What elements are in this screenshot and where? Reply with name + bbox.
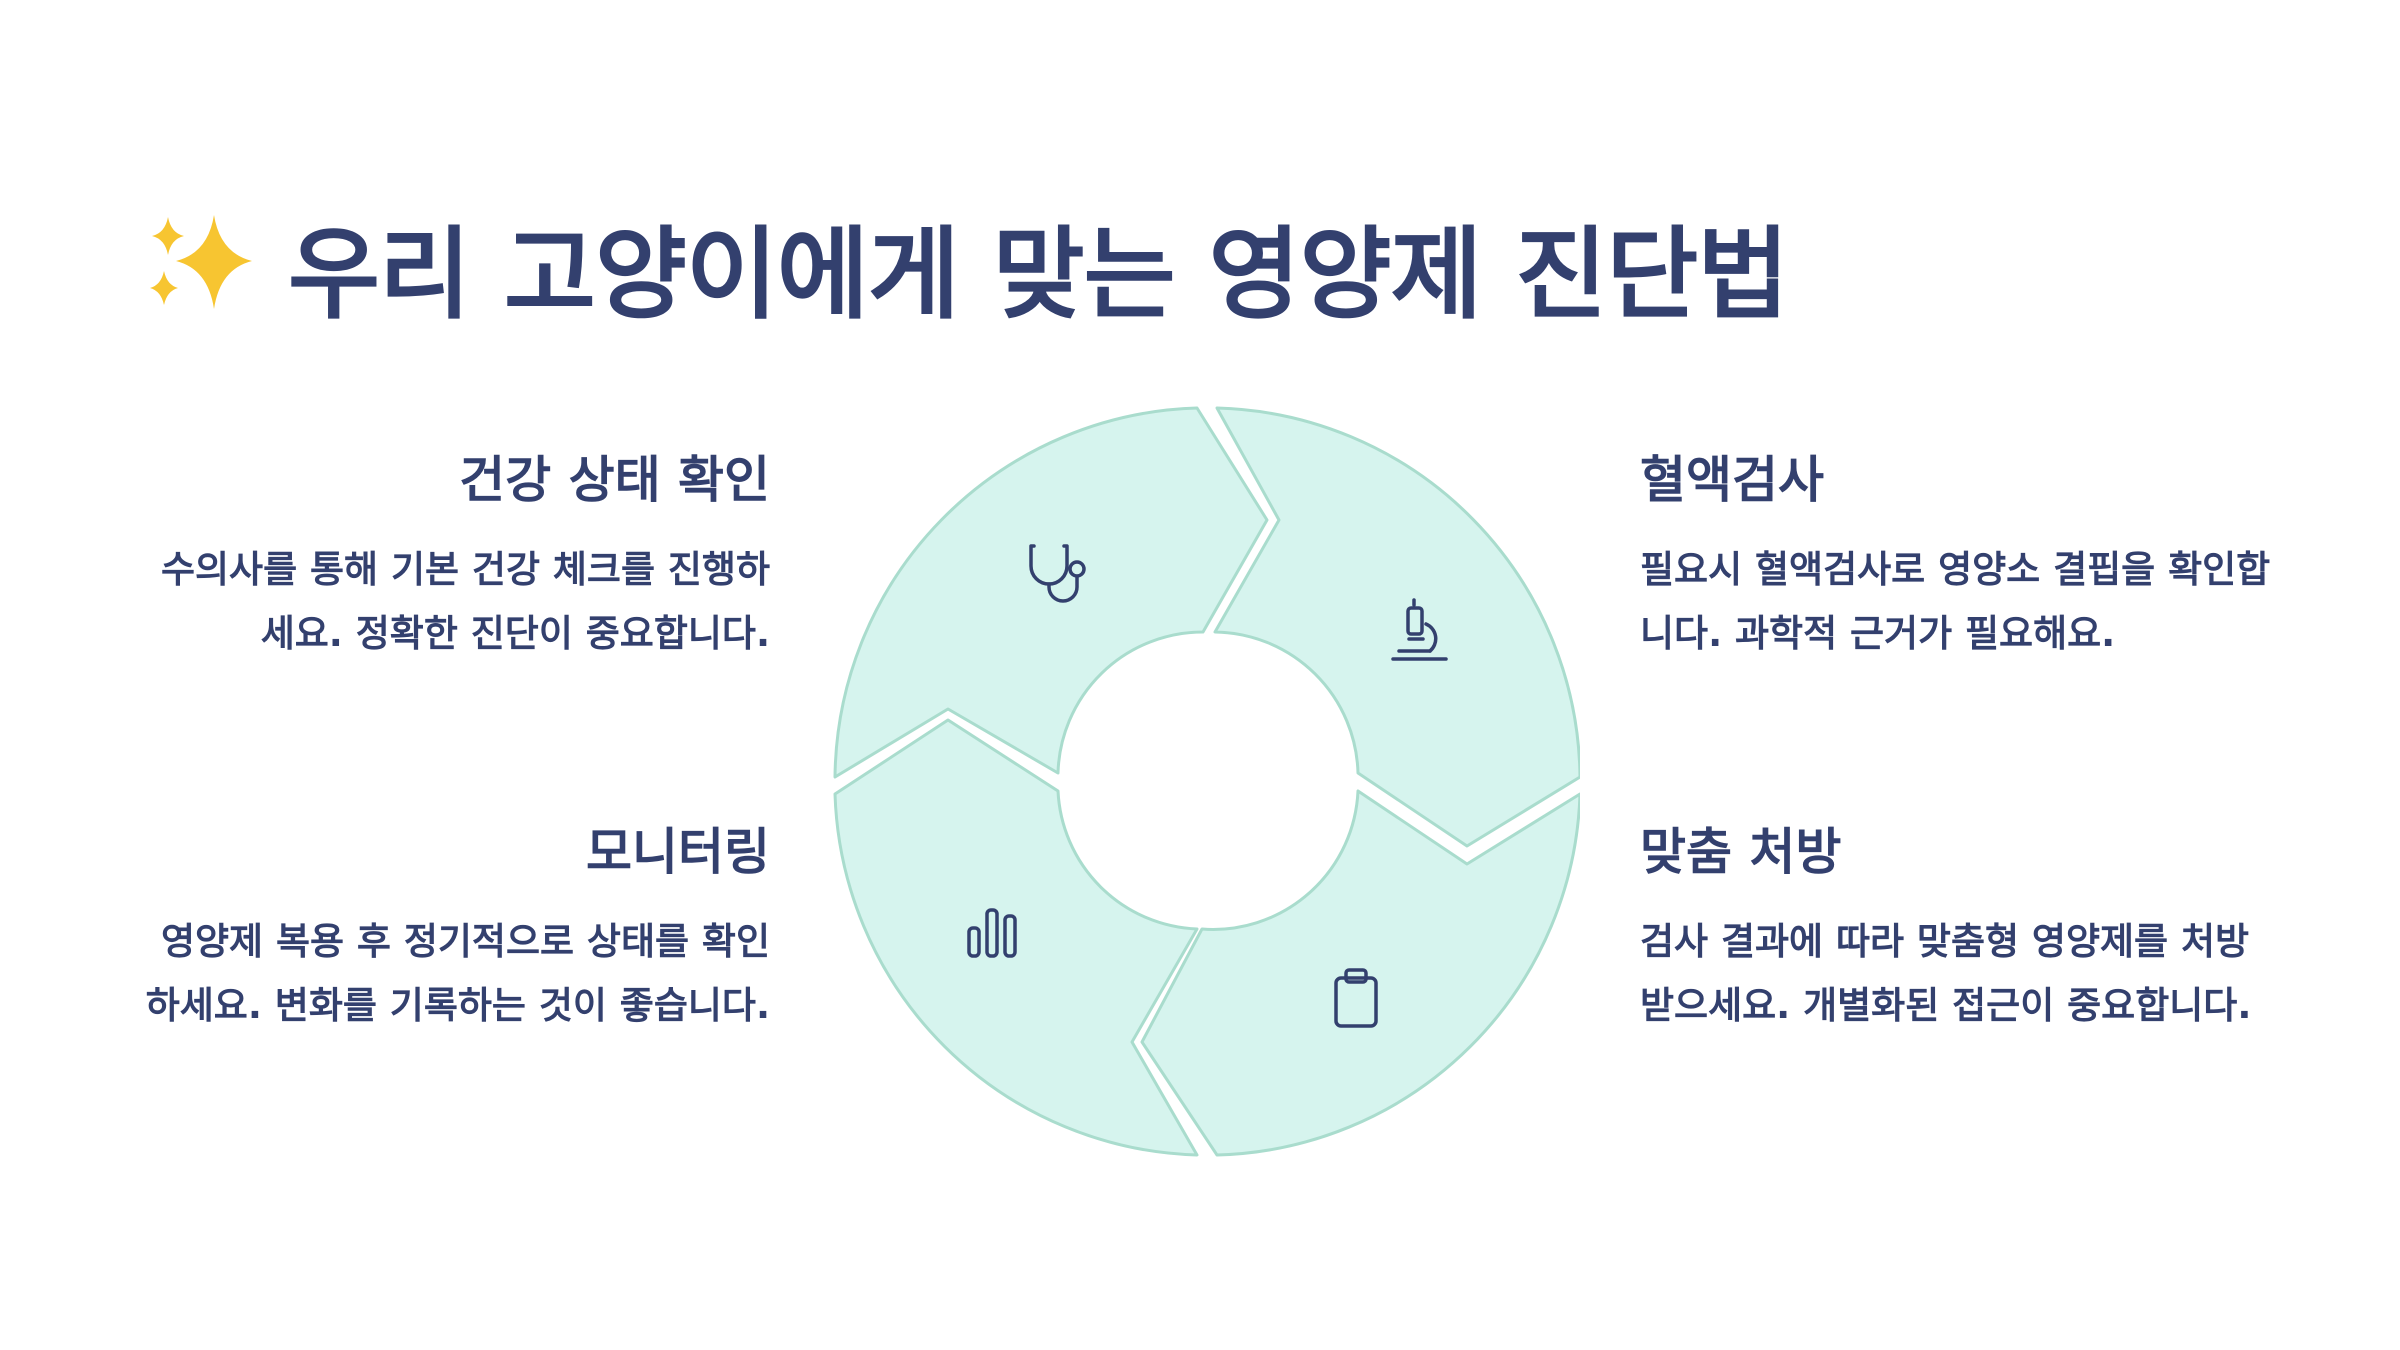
bar-chart-icon: [967, 908, 1017, 958]
step-title: 모니터링: [586, 823, 770, 881]
cycle-segment-blood-test: [1213, 406, 1580, 848]
step-description: 영양제 복용 후 정기적으로 상태를 확인하세요. 변화를 기록하는 것이 좋습…: [145, 920, 770, 1027]
step-description: 수의사를 통해 기본 건강 체크를 진행하세요. 정확한 진단이 중요합니다.: [160, 548, 770, 655]
step-title: 혈액검사: [1640, 451, 1824, 509]
step-health-check: 건강 상태 확인 수의사를 통해 기본 건강 체크를 진행하세요. 정확한 진단…: [130, 450, 770, 666]
sparkles-icon: [150, 215, 252, 309]
stethoscope-icon: [1029, 544, 1086, 603]
step-blood-test: 혈액검사 필요시 혈액검사로 영양소 결핍을 확인합니다. 과학적 근거가 필요…: [1640, 450, 2280, 666]
cycle-diagram: [833, 406, 1580, 1157]
clipboard-icon: [1334, 968, 1378, 1028]
microscope-icon: [1391, 598, 1448, 661]
page-title: 우리 고양이에게 맞는 영양제 진단법: [140, 195, 1789, 335]
step-description: 필요시 혈액검사로 영양소 결핍을 확인합니다. 과학적 근거가 필요해요.: [1640, 548, 2271, 655]
step-custom-prescription: 맞춤 처방 검사 결과에 따라 맞춤형 영양제를 처방받으세요. 개별화된 접근…: [1640, 822, 2280, 1038]
step-description: 검사 결과에 따라 맞춤형 영양제를 처방받으세요. 개별화된 접근이 중요합니…: [1640, 920, 2252, 1027]
step-title: 맞춤 처방: [1640, 823, 1842, 881]
step-monitoring: 모니터링 영양제 복용 후 정기적으로 상태를 확인하세요. 변화를 기록하는 …: [130, 822, 770, 1038]
step-title: 건강 상태 확인: [459, 451, 770, 509]
page-title-text: 우리 고양이에게 맞는 영양제 진단법: [288, 215, 1789, 333]
cycle-segment-custom-prescription: [1140, 789, 1580, 1157]
